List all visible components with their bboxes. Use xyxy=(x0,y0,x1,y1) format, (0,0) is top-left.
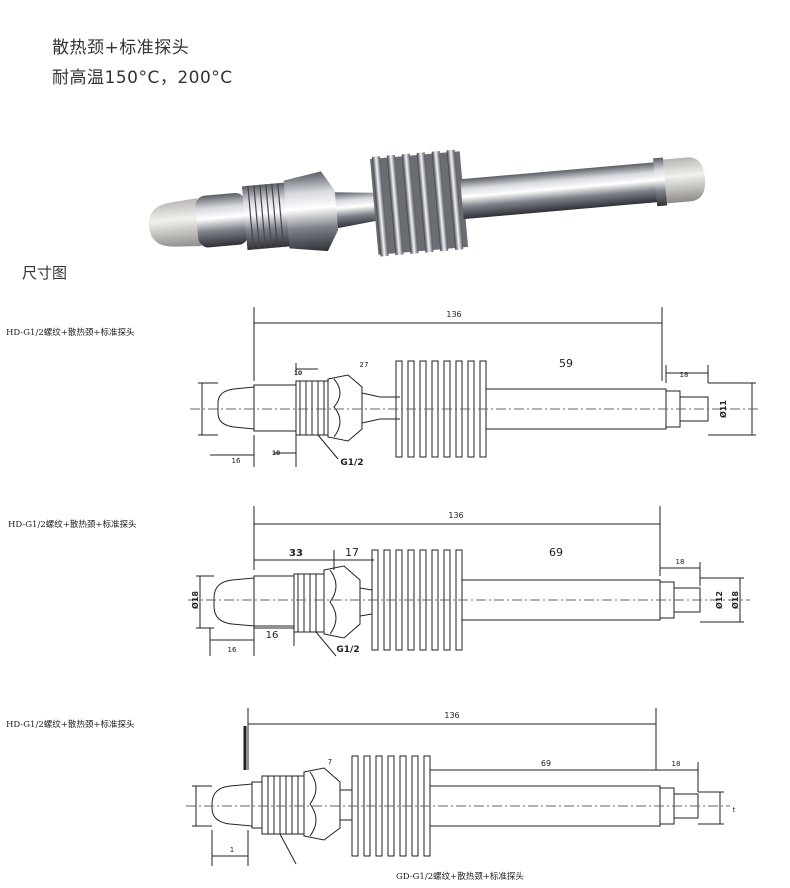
drawing3: 136 69 18 7 1 t xyxy=(186,708,736,866)
drawing2-thread-label: G1/2 xyxy=(336,645,359,655)
drawing1-dim-tip-len: 18 xyxy=(680,371,689,379)
drawing1: 136 59 27 18 Ø11 16 10 10 G1/2 xyxy=(190,307,760,468)
drawing1-thread-label: G1/2 xyxy=(340,458,363,468)
drawing1-dim-small-b: 10 xyxy=(272,450,280,457)
drawing3-dim-left: 1 xyxy=(230,846,234,854)
drawing2-dim-16a: 16 xyxy=(266,630,279,641)
drawing3-caption-top: HD-G1/2螺纹+散热颈+标准探头 xyxy=(6,720,135,730)
drawing3-dim-tip-dia: t xyxy=(733,806,736,814)
dimension-section-title: 尺寸图 xyxy=(22,264,68,282)
product-photo xyxy=(149,149,706,257)
drawing1-dim-total: 136 xyxy=(446,310,461,319)
drawing2-caption: HD-G1/2螺纹+散热颈+标准探头 xyxy=(8,520,137,530)
drawing2-dim-16b: 16 xyxy=(228,646,237,654)
drawing1-dim-small-a: 10 xyxy=(294,370,302,377)
drawing2-dim-tip-dia: Ø12 xyxy=(714,591,724,609)
drawing3-dim-body: 69 xyxy=(541,759,551,768)
drawing2: 136 33 17 69 18 Ø18 Ø12 Ø18 16 16 G1/2 xyxy=(188,506,750,657)
drawing2-dim-33: 33 xyxy=(289,548,303,559)
drawing3-dim-total: 136 xyxy=(444,711,459,720)
drawing2-dim-total: 136 xyxy=(448,511,463,520)
drawing2-dim-body: 69 xyxy=(549,546,563,559)
drawing2-dim-tip-len: 18 xyxy=(676,558,685,566)
drawing1-caption: HD-G1/2螺纹+散热颈+标准探头 xyxy=(6,328,135,338)
drawing3-caption-bottom: GD-G1/2螺纹+散热颈+标准探头 xyxy=(396,872,524,882)
drawing2-dim-dia-right: Ø18 xyxy=(730,591,740,609)
drawing3-dim-tip-len: 18 xyxy=(672,760,681,768)
temperature-rating: 耐高温150°C，200°C xyxy=(52,68,233,88)
drawing1-dim-tip-dia: Ø11 xyxy=(718,400,728,418)
drawing1-dim-left: 16 xyxy=(232,457,241,465)
drawing1-dim-body: 59 xyxy=(559,357,573,370)
product-title: 散热颈+标准探头 xyxy=(52,38,190,58)
drawing3-dim-small: 7 xyxy=(328,758,332,766)
drawing1-dim-27: 27 xyxy=(360,361,369,369)
drawing2-dim-dia-left: Ø18 xyxy=(190,591,200,609)
drawing2-dim-17: 17 xyxy=(345,546,359,559)
